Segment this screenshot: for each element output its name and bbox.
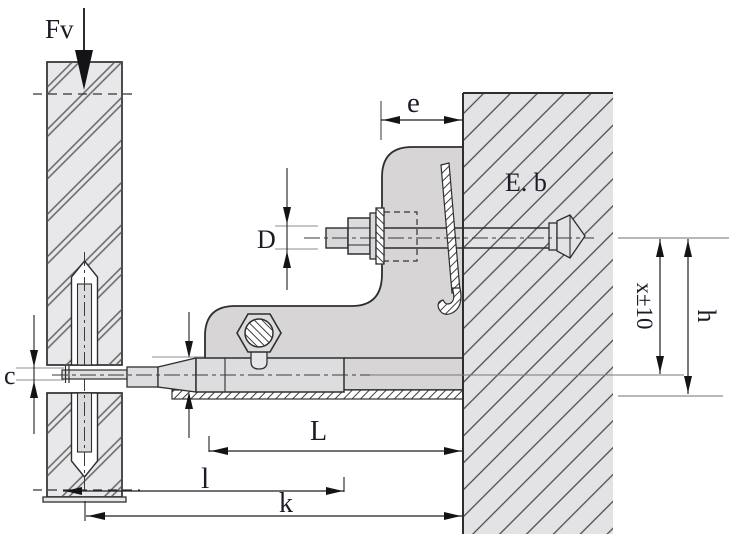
screw-section-circle xyxy=(244,318,274,348)
dimension-l: l xyxy=(63,462,345,495)
rod-middle-section xyxy=(126,366,159,388)
dimension-D: D xyxy=(257,168,318,290)
clamp-screw xyxy=(236,313,282,370)
dimension-c: c xyxy=(4,315,64,434)
dimension-k: k xyxy=(84,488,462,521)
fixing-bracket xyxy=(204,146,464,391)
screw-tip xyxy=(250,347,268,370)
wall-hatching xyxy=(463,93,613,534)
wedge-hook xyxy=(437,287,462,315)
serrated-washer-plate xyxy=(375,207,385,265)
anchor-channel xyxy=(70,252,99,491)
washer xyxy=(369,212,377,260)
label-l: l xyxy=(201,462,209,495)
label-x10: x±10 xyxy=(632,282,657,329)
dimension-h: h xyxy=(618,239,723,397)
label-L: L xyxy=(310,416,327,447)
concrete-wall xyxy=(463,92,613,534)
label-c: c xyxy=(4,361,16,390)
dimension-x10: x±10 xyxy=(618,237,729,374)
force-arrow: Fv xyxy=(45,8,93,90)
label-embed: E. b xyxy=(505,168,547,197)
label-force: Fv xyxy=(45,14,74,44)
wedge-clip xyxy=(437,162,462,315)
anchor-collar xyxy=(548,222,558,251)
hex-nut xyxy=(347,217,371,255)
dimension-e: e xyxy=(380,87,462,140)
label-e: e xyxy=(407,87,420,119)
dimension-L: L xyxy=(208,416,462,455)
label-D: D xyxy=(257,225,276,254)
centerlines xyxy=(52,237,684,376)
force-arrowhead-icon xyxy=(75,50,93,90)
expansion-anchor xyxy=(548,214,586,259)
dimension-rod-height xyxy=(152,312,204,438)
bracket-outline xyxy=(204,146,464,391)
label-k: k xyxy=(279,488,293,519)
label-h: h xyxy=(692,310,721,323)
anchor-expansion-cone xyxy=(556,214,586,259)
